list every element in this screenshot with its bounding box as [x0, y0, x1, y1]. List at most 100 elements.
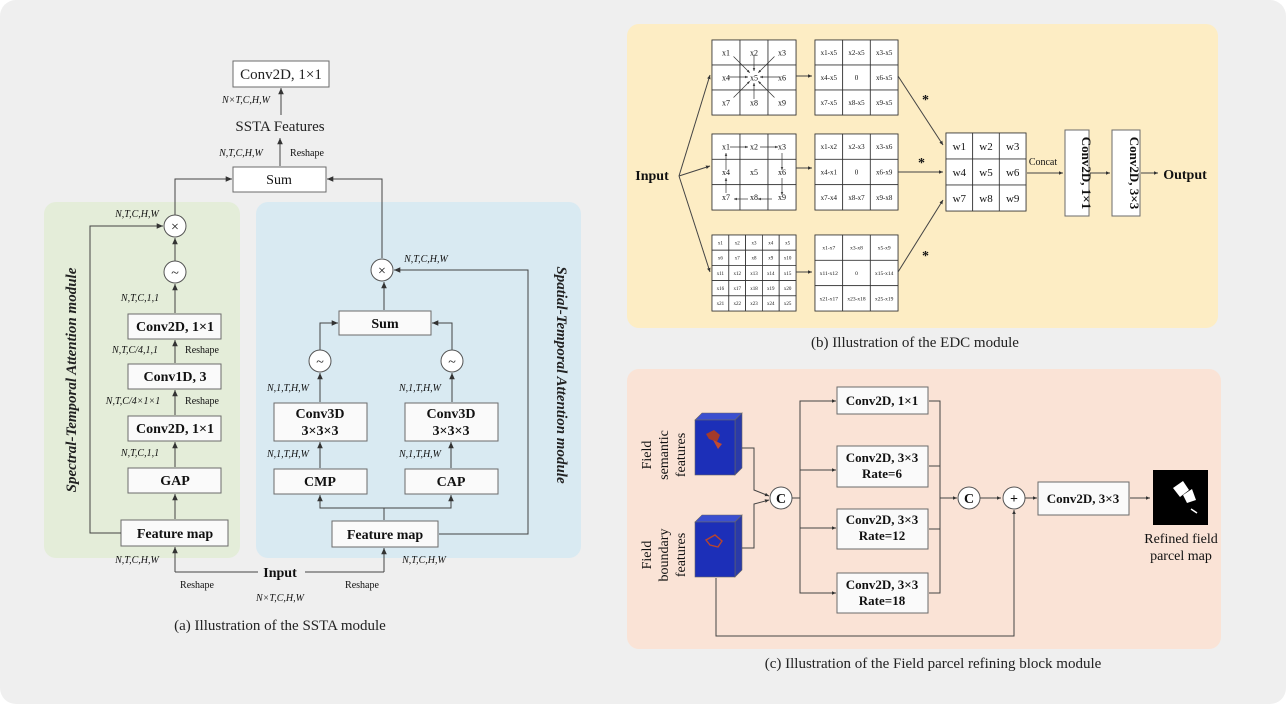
edc-diff-b-cell-label: x4-x1 — [821, 168, 838, 176]
edc-grid-c-cell-label: x11 — [717, 272, 725, 277]
edc-grid-b-cell-label: x9 — [778, 193, 786, 202]
right-conv3dr-shape: N,1,T,H,W — [398, 383, 443, 394]
edc-diff-c-cell — [869, 259, 899, 287]
right-sum-box — [338, 310, 432, 336]
edc-diff-a-cell-label: x8-x5 — [848, 99, 865, 107]
right-fm-shape: N,T,C,H,W — [401, 555, 447, 566]
edc-grid-c-cell-label: x14 — [767, 272, 775, 277]
left-gap-box — [127, 467, 222, 494]
left-conv1d-label: Conv1D, 3 — [143, 370, 206, 385]
right-cap-label: CAP — [437, 475, 466, 490]
input-shape-label: N×T,C,H,W — [255, 593, 306, 604]
left-feature-map-label: Feature map — [137, 527, 214, 542]
edc-weights-cell — [945, 132, 974, 160]
edc-grid-a-inner-arrow — [733, 56, 751, 74]
edc-weights-cell — [998, 158, 1027, 186]
edc-diff-c-cell-label: x25-x19 — [875, 296, 894, 302]
right-mul-shape: N,T,C,H,W — [403, 254, 449, 265]
right-conv3d-left-label: Conv3D — [295, 407, 344, 422]
concat-node-2-label: C — [964, 492, 974, 507]
refine-final-conv-label: Conv2D, 3×3 — [1047, 491, 1120, 506]
left-gap-label: GAP — [160, 474, 190, 489]
edc-weights-cell-label: w1 — [953, 141, 966, 153]
concat-node-1-label: C — [776, 492, 786, 507]
edc-grid-c-cell-label: x21 — [717, 302, 725, 307]
refined-map-image — [1153, 470, 1208, 525]
left-conv2d-top-label: Conv2D, 1×1 — [136, 320, 214, 335]
edc-grid-c-cell-label: x13 — [750, 272, 758, 277]
left-conv2d-bot-box — [127, 415, 222, 442]
edc-grid-c-cell-label: x18 — [750, 287, 758, 292]
refined-label-1: Refined field — [1144, 532, 1217, 547]
right-conv3d-right-kernel: 3×3×3 — [433, 424, 470, 439]
arrow-sigr-to-sum — [432, 320, 453, 351]
top-shape-label: N×T,C,H,W — [221, 95, 272, 106]
left-skip-arrow — [89, 223, 163, 534]
edc-grid-a-cell-label: x4 — [722, 73, 730, 82]
right-sigmoid-right-symbol: ~ — [448, 355, 456, 370]
left-multiply-symbol: × — [171, 220, 179, 235]
concat-to-b4 — [799, 528, 836, 595]
edc-grid-c-cell-label: x8 — [752, 257, 758, 262]
edc-diff-c-cell-label: x1-x7 — [822, 246, 835, 252]
edc-diff-c-cell — [814, 285, 844, 312]
edc-weights-cell — [998, 184, 1027, 212]
edc-grid-b-cell — [739, 184, 769, 211]
edc-diff-a-cell — [842, 89, 871, 116]
edc-grid-c-cell-label: x7 — [735, 257, 741, 262]
arrow-fm-to-cap — [384, 495, 454, 509]
refine-branch-4-box — [836, 572, 929, 614]
edc-grid-b-cell-label: x2 — [750, 142, 758, 151]
left-feature-map-box — [120, 519, 229, 547]
edc-diff-b-cell — [869, 184, 899, 211]
spatial-title: Spatial-Temporal Attention module — [553, 266, 569, 484]
right-multiply-node — [370, 258, 394, 282]
edc-grid-c-cell — [778, 295, 797, 312]
edc-weights-cell-label: w4 — [953, 167, 967, 179]
edc-diff-b-cell-label: x3-x6 — [876, 143, 893, 151]
edc-concat-label: Concat — [1029, 157, 1058, 168]
edc-weights-cell-label: w3 — [1006, 141, 1020, 153]
right-conv3d-left-kernel: 3×3×3 — [302, 424, 339, 439]
spectral-title: Spectral-Temporal Attention module — [64, 267, 80, 492]
refine-branch-2-label: Conv2D, 3×3 — [846, 450, 919, 465]
edc-diff-a-cell — [869, 39, 899, 66]
ssta-input-label: Input — [263, 566, 297, 581]
bnd-label-3: features — [674, 533, 689, 577]
edc-diff-c-cell — [869, 285, 899, 312]
edc-grid-c-cell-label: x3 — [752, 241, 758, 246]
edc-diff-a-cell-label: 0 — [855, 74, 859, 82]
ssta-top-conv-box — [232, 60, 330, 88]
edc-grid-c-cell-label: x20 — [784, 287, 792, 292]
edc-grid-c-cell-label: x10 — [784, 257, 792, 262]
edc-grid-c-cell-label: x1 — [718, 241, 724, 246]
boundary-feature-cube — [694, 514, 743, 578]
edc-diff-b-cell — [869, 133, 899, 160]
edc-grid-c-cell-label: x22 — [733, 302, 741, 307]
edc-input-label: Input — [635, 169, 669, 184]
left-c1-shape: N,T,C/4,1,1 — [111, 345, 158, 356]
edc-diff-b-cell — [814, 158, 844, 186]
left-reshape2: Reshape — [185, 396, 219, 407]
edc-grid-c-cell-label: x24 — [767, 302, 775, 307]
edc-grid-c-cell-label: x19 — [767, 287, 775, 292]
right-feature-map-label: Feature map — [347, 528, 424, 543]
right-cmp-shape: N,1,T,H,W — [266, 449, 311, 460]
arrow-sigl-to-sum — [319, 320, 338, 351]
refine-branch-2-box — [836, 445, 929, 488]
right-conv3d-right-box — [404, 402, 499, 442]
edc-conv-a-label: Conv2D, 1×1 — [1079, 137, 1094, 209]
right-cap-shape: N,1,T,H,W — [398, 449, 443, 460]
right-sigmoid-left-symbol: ~ — [316, 355, 324, 370]
edc-grid-b-cell-label: x1 — [722, 142, 730, 151]
edc-diff-a-cell — [842, 64, 871, 91]
ssta-top-conv-label: Conv2D, 1×1 — [240, 67, 322, 83]
refine-branch-1-box — [836, 386, 929, 415]
left-conv1d-box — [127, 363, 222, 390]
edc-input-to-grid-b — [678, 165, 711, 177]
edc-diff-b-cell-label: 0 — [855, 168, 859, 176]
edc-diff-c-cell-label: x11-x12 — [820, 271, 838, 277]
ssta-sum-box — [232, 166, 327, 193]
edc-input-to-grid-c — [678, 175, 711, 273]
